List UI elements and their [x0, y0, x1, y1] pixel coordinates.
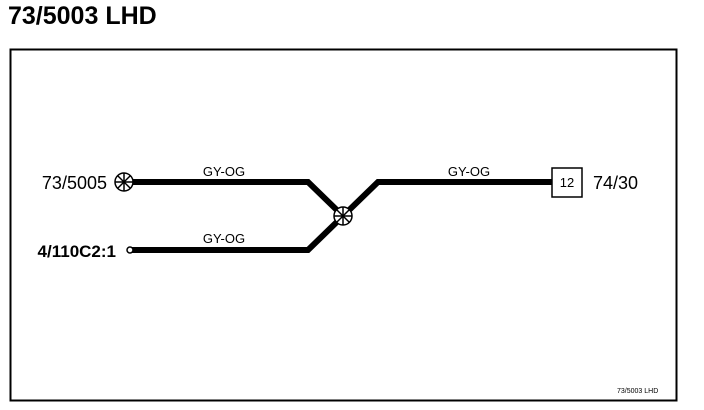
- pin-terminal-icon[interactable]: [126, 246, 134, 254]
- wire-right[interactable]: [340, 179, 552, 219]
- diagram-footer-label: 73/5003 LHD: [617, 388, 658, 395]
- diagram-frame: [9, 48, 678, 402]
- connector-pin-number: 12: [560, 175, 574, 190]
- wire-label-bottom-left: GY-OG: [203, 231, 245, 246]
- connector-label-bottom-left: 4/110C2:1: [38, 242, 116, 261]
- wire-label-right: GY-OG: [448, 164, 490, 179]
- connector-label-top-left: 73/5005: [42, 173, 107, 193]
- splice-terminal-icon[interactable]: [114, 172, 134, 192]
- wire-bottom-left[interactable]: [131, 213, 346, 253]
- wire-top-left[interactable]: [126, 179, 346, 219]
- splice-junction-icon[interactable]: [333, 206, 353, 226]
- connector-label-right: 74/30: [593, 173, 638, 193]
- wire-label-top-left: GY-OG: [203, 164, 245, 179]
- connector-pin-box[interactable]: [551, 167, 583, 198]
- page-title: 73/5003 LHD: [8, 2, 157, 30]
